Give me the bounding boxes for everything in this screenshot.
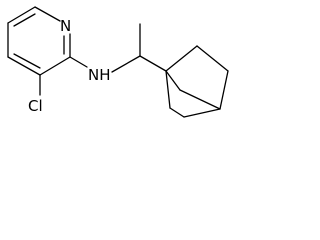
ring-nitrogen-label: N [60, 17, 71, 35]
double-bond-c5-c6-inner [13, 13, 36, 27]
bond-nh-ch [111, 55, 141, 73]
amine-nitrogen-label: NH [88, 66, 111, 84]
molecule-structure: N NH Cl [7, 6, 229, 118]
bond-c5-c6 [7, 6, 36, 24]
bond-c3-c4 [219, 70, 229, 110]
bond-c1-c7 [165, 70, 181, 91]
bond-c3-c4 [7, 56, 41, 76]
bond-ch-bridgehead [139, 55, 167, 72]
structure-canvas: N NH Cl [0, 0, 234, 131]
bond-c7-c4 [179, 89, 221, 110]
bond-c1-c2 [165, 45, 198, 72]
bond-c2-nh [69, 56, 88, 68]
pyridine-ring [7, 6, 71, 76]
bond-c2-c3 [39, 56, 71, 76]
bond-c2-c3 [196, 45, 229, 72]
bond-c5-c6 [169, 107, 185, 118]
bond-c4-c5 [183, 108, 221, 118]
bond-c6-n1 [34, 6, 61, 22]
bond-c6-c1 [165, 70, 171, 109]
double-bond-c3-c4-inner [13, 53, 41, 69]
norbornane-ring [165, 45, 229, 118]
chlorine-label: Cl [28, 97, 43, 115]
